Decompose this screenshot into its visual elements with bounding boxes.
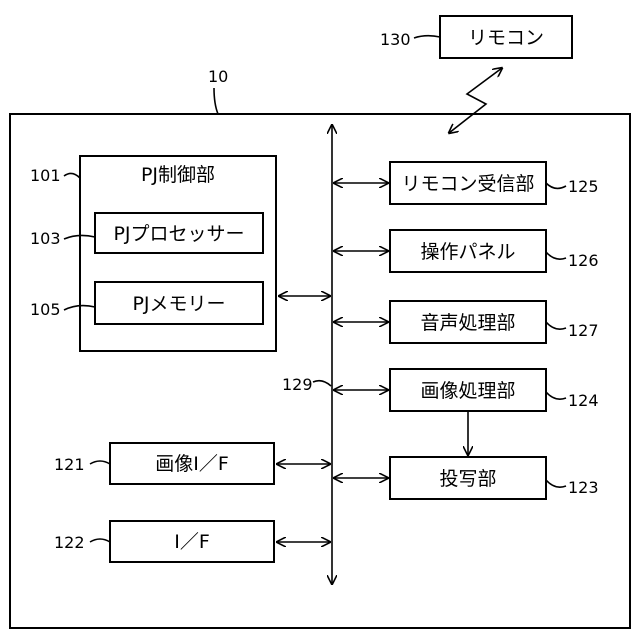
pj-processor-ref-label: 103 xyxy=(30,229,61,248)
remote-receiver-leader-line xyxy=(546,183,566,188)
operation-panel-ref-label: 126 xyxy=(568,251,599,270)
pj-memory-ref-label: 105 xyxy=(30,300,61,319)
operation-panel-label: 操作パネル xyxy=(420,241,515,263)
projector-leader-line xyxy=(214,88,218,114)
projector-unit-leader-line xyxy=(546,480,566,487)
remote-leader-line xyxy=(414,36,440,38)
audio-processor-leader-line xyxy=(546,322,566,329)
pj-memory-label: PJメモリー xyxy=(132,293,225,315)
if-label: I／F xyxy=(174,531,210,553)
image-if-ref-label: 121 xyxy=(54,455,85,474)
projector-unit-label: 投写部 xyxy=(439,468,496,490)
image-processor-leader-line xyxy=(546,392,566,399)
internal-bus-ref-label: 129 xyxy=(282,375,313,394)
remote-label: リモコン xyxy=(468,27,544,49)
internal-bus-leader-line xyxy=(313,381,331,386)
projector-unit-ref-label: 123 xyxy=(568,478,599,497)
remote-ref-label: 130 xyxy=(380,30,411,49)
image-if-leader-line xyxy=(90,461,110,464)
wireless-link-arrow xyxy=(449,68,502,133)
pj-controller-ref-label: 101 xyxy=(30,166,61,185)
pj-controller-leader-line xyxy=(64,173,80,178)
remote-receiver-label: リモコン受信部 xyxy=(401,173,534,195)
remote-receiver-ref-label: 125 xyxy=(568,177,599,196)
image-processor-ref-label: 124 xyxy=(568,391,599,410)
if-ref-label: 122 xyxy=(54,533,85,552)
audio-processor-label: 音声処理部 xyxy=(420,312,515,334)
audio-processor-ref-label: 127 xyxy=(568,321,599,340)
pj-controller-label: PJ制御部 xyxy=(141,164,215,186)
image-processor-label: 画像処理部 xyxy=(420,380,515,402)
if-leader-line xyxy=(90,539,110,542)
image-if-label: 画像I／F xyxy=(155,453,229,475)
pj-processor-label: PJプロセッサー xyxy=(113,223,244,245)
operation-panel-leader-line xyxy=(546,252,566,259)
projector-ref-label: 10 xyxy=(208,67,228,86)
